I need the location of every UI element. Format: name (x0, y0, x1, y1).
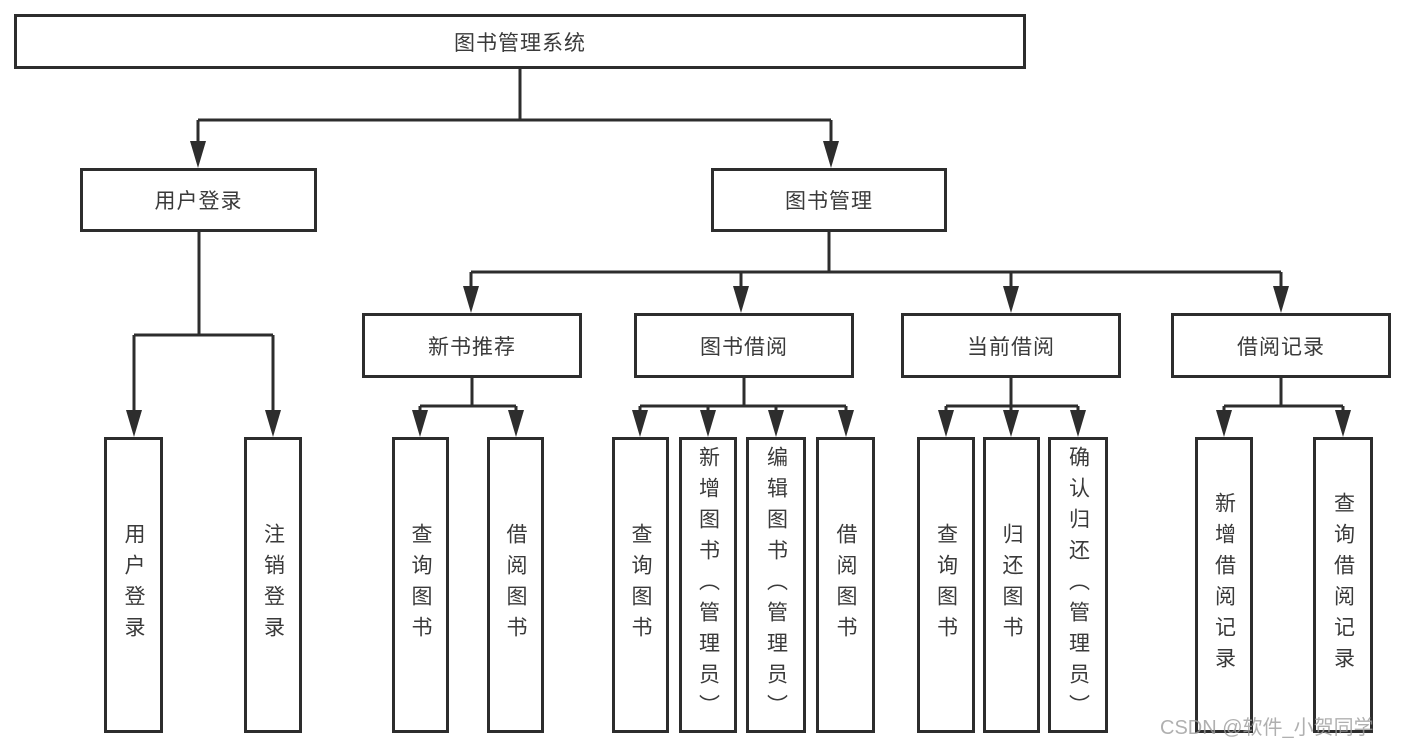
arrowheads (126, 141, 1351, 437)
leaf-borrow-books-1: 借阅图书 (487, 437, 544, 733)
leaf-borrow-books-2: 借阅图书 (816, 437, 875, 733)
node-borrow-records: 借阅记录 (1171, 313, 1391, 378)
leaf-query-borrow-record: 查询借阅记录 (1313, 437, 1373, 733)
leaf-query-books-2: 查询图书 (612, 437, 669, 733)
node-root: 图书管理系统 (14, 14, 1026, 69)
leaf-user-login: 用户登录 (104, 437, 163, 733)
leaf-return-books: 归还图书 (983, 437, 1040, 733)
node-new-book-recommend: 新书推荐 (362, 313, 582, 378)
leaf-add-book-admin: 新增图书（管理员） (679, 437, 737, 733)
node-book-borrow: 图书借阅 (634, 313, 854, 378)
leaf-query-books-3: 查询图书 (917, 437, 975, 733)
leaf-confirm-return-admin: 确认归还（管理员） (1048, 437, 1108, 733)
leaf-edit-book-admin: 编辑图书（管理员） (746, 437, 806, 733)
leaf-query-books-1: 查询图书 (392, 437, 449, 733)
node-book-management: 图书管理 (711, 168, 947, 232)
node-current-borrow: 当前借阅 (901, 313, 1121, 378)
leaf-add-borrow-record: 新增借阅记录 (1195, 437, 1253, 733)
leaf-logout: 注销登录 (244, 437, 302, 733)
node-user-login: 用户登录 (80, 168, 317, 232)
watermark-text: CSDN @软件_小贺同学 (1160, 717, 1374, 739)
